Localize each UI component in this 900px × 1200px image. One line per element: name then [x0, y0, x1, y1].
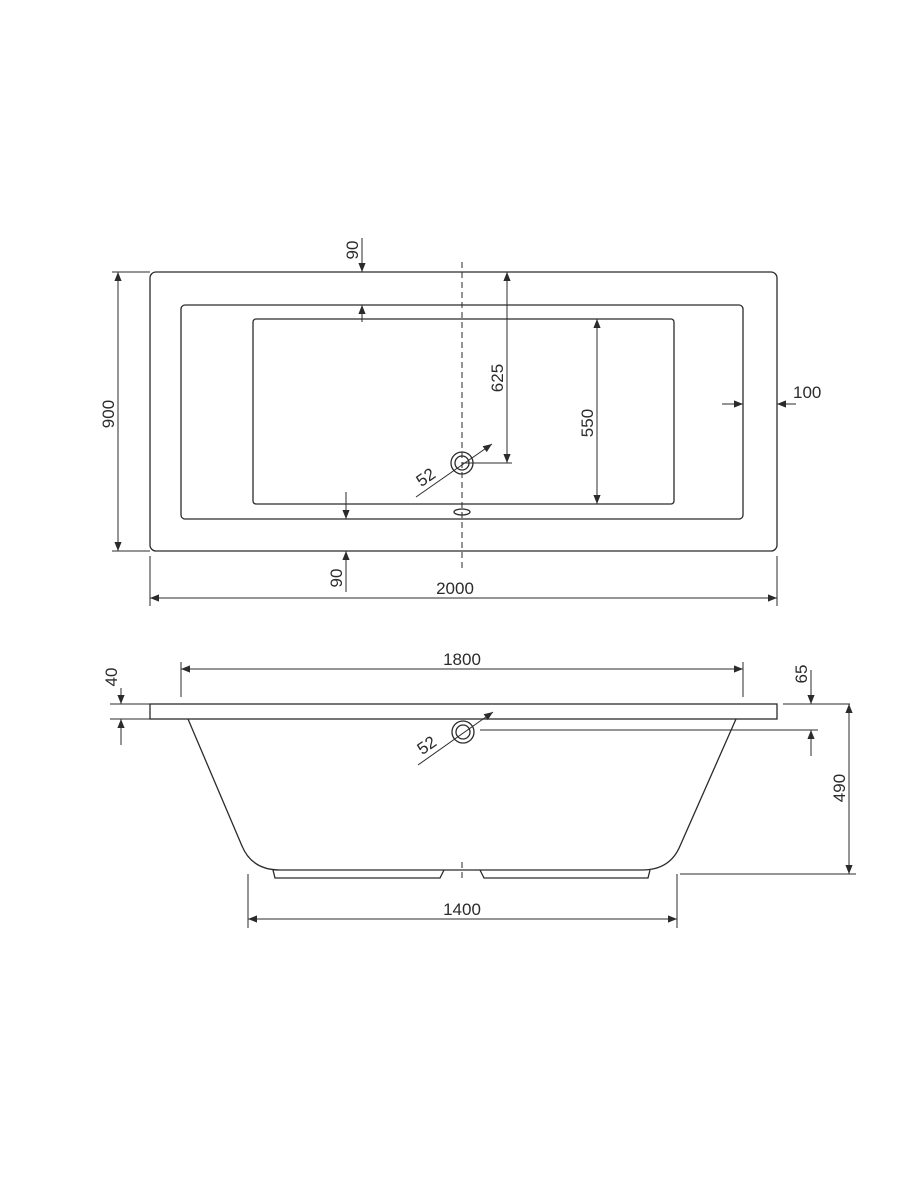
tub-rim-profile [149, 703, 778, 720]
dim-top-length: 1800 [443, 650, 481, 669]
dim-overflow-diameter: 52 [414, 732, 440, 758]
overflow-icon [451, 720, 475, 744]
dim-line-drain-diameter [415, 443, 493, 498]
dim-rim-side: 100 [793, 383, 821, 402]
dim-rim-bottom: 90 [327, 569, 346, 588]
tub-floor [252, 318, 675, 505]
tub-outer-rim [149, 271, 778, 552]
dim-depth: 490 [830, 774, 849, 802]
dim-drain-diameter: 52 [413, 464, 439, 490]
tub-base-profile [272, 869, 651, 879]
tub-body-profile [187, 718, 737, 871]
side-view: 1800 40 65 490 52 1400 [102, 650, 856, 928]
dim-rim-top: 90 [343, 241, 362, 260]
overflow-slot-icon [453, 508, 471, 516]
dim-drain-offset: 625 [488, 364, 507, 392]
dim-floor-width: 550 [578, 409, 597, 437]
dim-bottom-length: 1400 [443, 900, 481, 919]
dim-overall-length: 2000 [436, 579, 474, 598]
dim-overflow-offset: 65 [792, 665, 811, 684]
dim-overall-width: 900 [99, 400, 118, 428]
top-view: 2000 900 90 90 100 625 550 52 [99, 238, 821, 606]
dim-line-overflow-diameter [417, 711, 494, 766]
dim-rim-thickness: 40 [102, 668, 121, 687]
